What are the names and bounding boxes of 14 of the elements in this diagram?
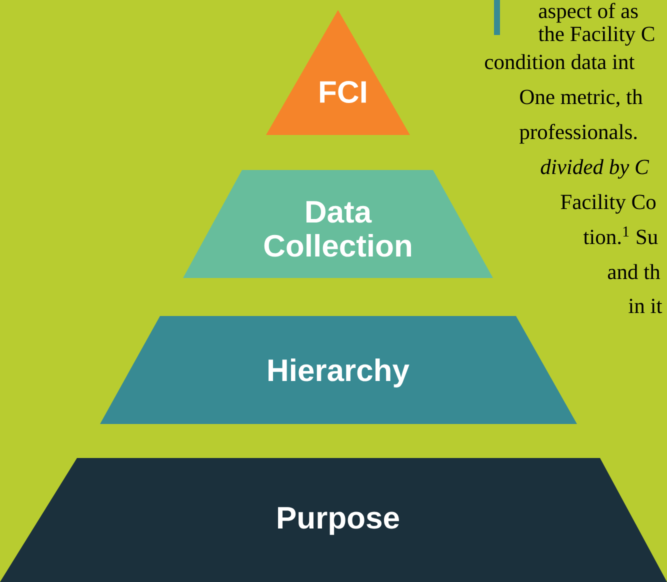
pyramid-tier: Purpose	[0, 458, 667, 582]
body-text-line: One metric, th	[520, 89, 643, 108]
body-text-line: in it	[628, 298, 662, 314]
body-text-line: the Facility C	[538, 26, 654, 46]
body-text-line: condition data int	[485, 54, 635, 70]
body-text-line: and th	[608, 264, 660, 280]
body-text-line: divided by C	[540, 159, 650, 179]
body-text-line: professionals.	[520, 124, 637, 144]
pyramid-tier: Hierarchy	[100, 316, 577, 424]
pyramid-top: FCI	[266, 10, 410, 135]
body-text-line: aspect of as	[538, 2, 638, 23]
body-text-line: tion.$^{1}$ Su	[583, 226, 658, 244]
body-text-line: Facility Co	[560, 194, 656, 214]
pyramid-tier: Data Collection	[183, 170, 493, 278]
